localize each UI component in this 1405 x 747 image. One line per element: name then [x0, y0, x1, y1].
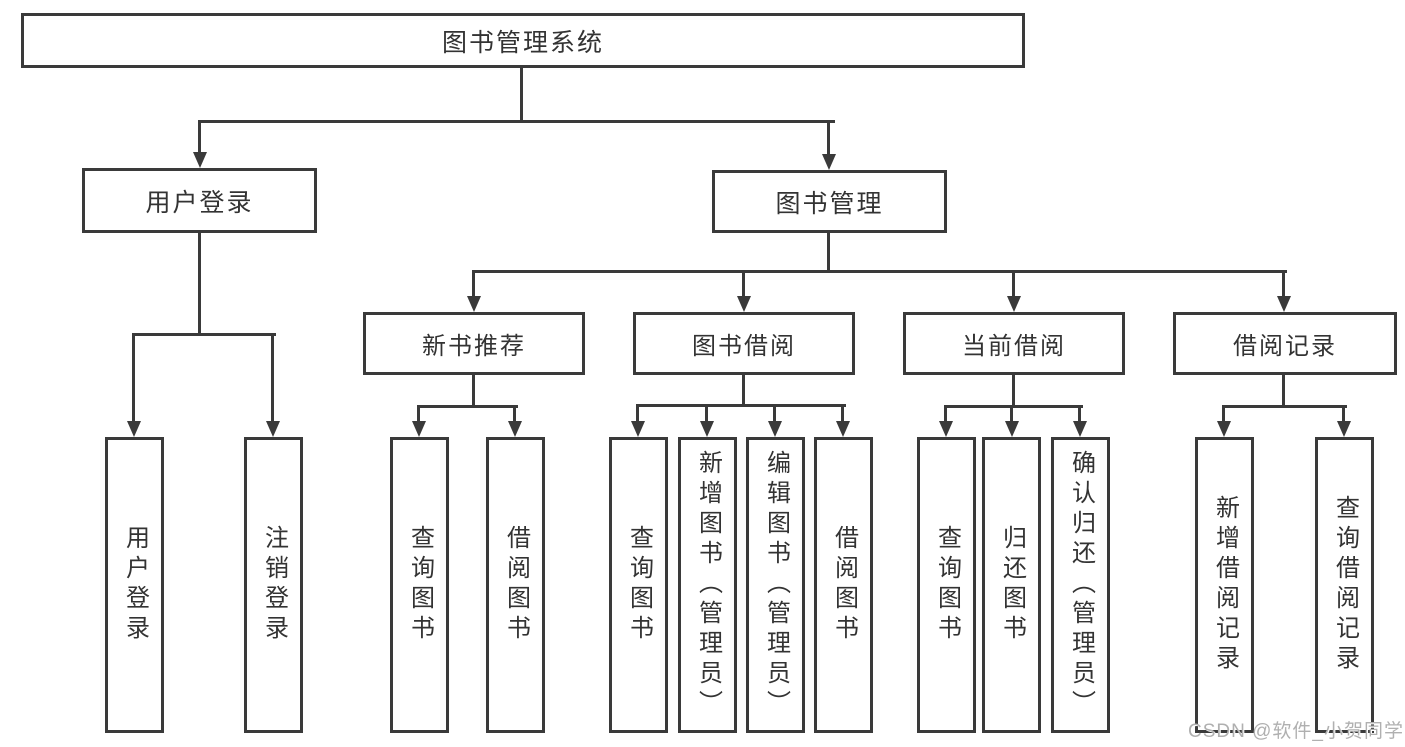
- connector-user-login-branch: [132, 333, 276, 336]
- connector-to-bb-edit: [773, 404, 776, 422]
- node-label: 编辑图书（管理员）: [762, 450, 790, 720]
- connector-to-nb-query: [417, 405, 420, 422]
- node-label: 当前借阅: [962, 333, 1066, 360]
- arrowhead-nb-borrow: [508, 421, 522, 437]
- arrowhead-bb-query: [631, 421, 645, 437]
- node-label: 查询图书: [625, 525, 653, 645]
- leaf-br-add-record: 新增借阅记录: [1195, 437, 1254, 733]
- connector-to-current-borrow: [1012, 270, 1015, 298]
- node-label: 查询借阅记录: [1331, 495, 1359, 675]
- arrowhead-nb-query: [412, 421, 426, 437]
- node-label: 借阅记录: [1233, 333, 1337, 360]
- node-label: 用户登录: [121, 525, 149, 645]
- connector-nbr-branch: [417, 405, 518, 408]
- connector-to-leaf-logout: [271, 333, 274, 421]
- node-label: 新增图书（管理员）: [694, 450, 722, 720]
- node-label: 新书推荐: [422, 333, 526, 360]
- connector-to-cb-confirm: [1078, 405, 1081, 422]
- leaf-br-query-record: 查询借阅记录: [1315, 437, 1374, 733]
- arrowhead-cb-return: [1005, 421, 1019, 437]
- node-label: 借阅图书: [830, 525, 858, 645]
- arrowhead-borrow-record: [1277, 296, 1291, 312]
- csdn-watermark: CSDN @软件_小贺同学: [1188, 721, 1404, 742]
- arrowhead-br-query: [1337, 421, 1351, 437]
- node-label: 用户登录: [145, 188, 254, 217]
- arrowhead-current-borrow: [1007, 296, 1021, 312]
- arrowhead-book-borrow: [737, 296, 751, 312]
- connector-nbr-stem: [472, 375, 475, 408]
- arrowhead-cb-query: [939, 421, 953, 437]
- connector-to-bb-borrow: [841, 404, 844, 422]
- connector-to-leaf-user-login: [132, 333, 135, 421]
- leaf-cb-query-book: 查询图书: [917, 437, 976, 733]
- node-user-login: 用户登录: [82, 168, 317, 233]
- node-label: 图书管理: [775, 189, 884, 218]
- arrowhead-bb-borrow: [836, 421, 850, 437]
- arrowhead-user-login: [193, 152, 207, 168]
- node-label: 查询图书: [406, 525, 434, 645]
- connector-to-cb-return: [1010, 405, 1013, 422]
- connector-cb-stem: [1012, 375, 1015, 408]
- node-label: 查询图书: [933, 525, 961, 645]
- node-label: 借阅图书: [502, 525, 530, 645]
- connector-to-br-query: [1342, 405, 1345, 422]
- connector-cb-branch: [944, 405, 1083, 408]
- connector-to-nb-borrow: [513, 405, 516, 422]
- node-label: 图书管理系统: [441, 28, 604, 57]
- connector-root-branch: [198, 120, 835, 123]
- leaf-bb-query-book: 查询图书: [609, 437, 668, 733]
- leaf-cb-return-book: 归还图书: [982, 437, 1041, 733]
- leaf-bb-edit-book: 编辑图书（管理员）: [746, 437, 805, 733]
- node-label: 注销登录: [260, 525, 288, 645]
- connector-book-management-branch: [472, 270, 1287, 273]
- connector-user-login-stem: [198, 233, 201, 336]
- node-current-borrow: 当前借阅: [903, 312, 1125, 375]
- leaf-nb-query-book: 查询图书: [390, 437, 449, 733]
- node-borrow-record: 借阅记录: [1173, 312, 1397, 375]
- connector-bb-branch: [636, 404, 846, 407]
- connector-to-book-management: [827, 120, 830, 156]
- arrowhead-book-management: [822, 154, 836, 170]
- leaf-user-login: 用户登录: [105, 437, 164, 733]
- node-new-book-recommend: 新书推荐: [363, 312, 585, 375]
- leaf-cb-confirm-return: 确认归还（管理员）: [1051, 437, 1110, 733]
- arrowhead-new-book-recommend: [467, 296, 481, 312]
- leaf-nb-borrow-book: 借阅图书: [486, 437, 545, 733]
- node-book-borrow: 图书借阅: [633, 312, 855, 375]
- connector-to-br-add: [1222, 405, 1225, 422]
- leaf-bb-borrow-book: 借阅图书: [814, 437, 873, 733]
- connector-to-bb-query: [636, 404, 639, 422]
- node-label: 确认归还（管理员）: [1067, 450, 1095, 720]
- connector-root-stem: [520, 68, 523, 122]
- arrowhead-cb-confirm: [1073, 421, 1087, 437]
- leaf-logout: 注销登录: [244, 437, 303, 733]
- node-book-management: 图书管理: [712, 170, 947, 233]
- connector-to-book-borrow: [742, 270, 745, 298]
- connector-to-bb-add: [705, 404, 708, 422]
- arrowhead-bb-add: [700, 421, 714, 437]
- arrowhead-leaf-user-login: [127, 421, 141, 437]
- node-label: 图书借阅: [692, 333, 796, 360]
- node-label: 归还图书: [998, 525, 1026, 645]
- connector-to-user-login: [198, 120, 201, 154]
- connector-to-new-book-recommend: [472, 270, 475, 298]
- leaf-bb-add-book: 新增图书（管理员）: [678, 437, 737, 733]
- connector-bb-stem: [742, 375, 745, 407]
- node-library-management-system: 图书管理系统: [21, 13, 1025, 68]
- arrowhead-bb-edit: [768, 421, 782, 437]
- connector-to-borrow-record: [1282, 270, 1285, 298]
- connector-br-branch: [1222, 405, 1347, 408]
- connector-to-cb-query: [944, 405, 947, 422]
- connector-br-stem: [1282, 375, 1285, 408]
- arrowhead-leaf-logout: [266, 421, 280, 437]
- connector-book-management-stem: [827, 233, 830, 273]
- arrowhead-br-add: [1217, 421, 1231, 437]
- node-label: 新增借阅记录: [1211, 495, 1239, 675]
